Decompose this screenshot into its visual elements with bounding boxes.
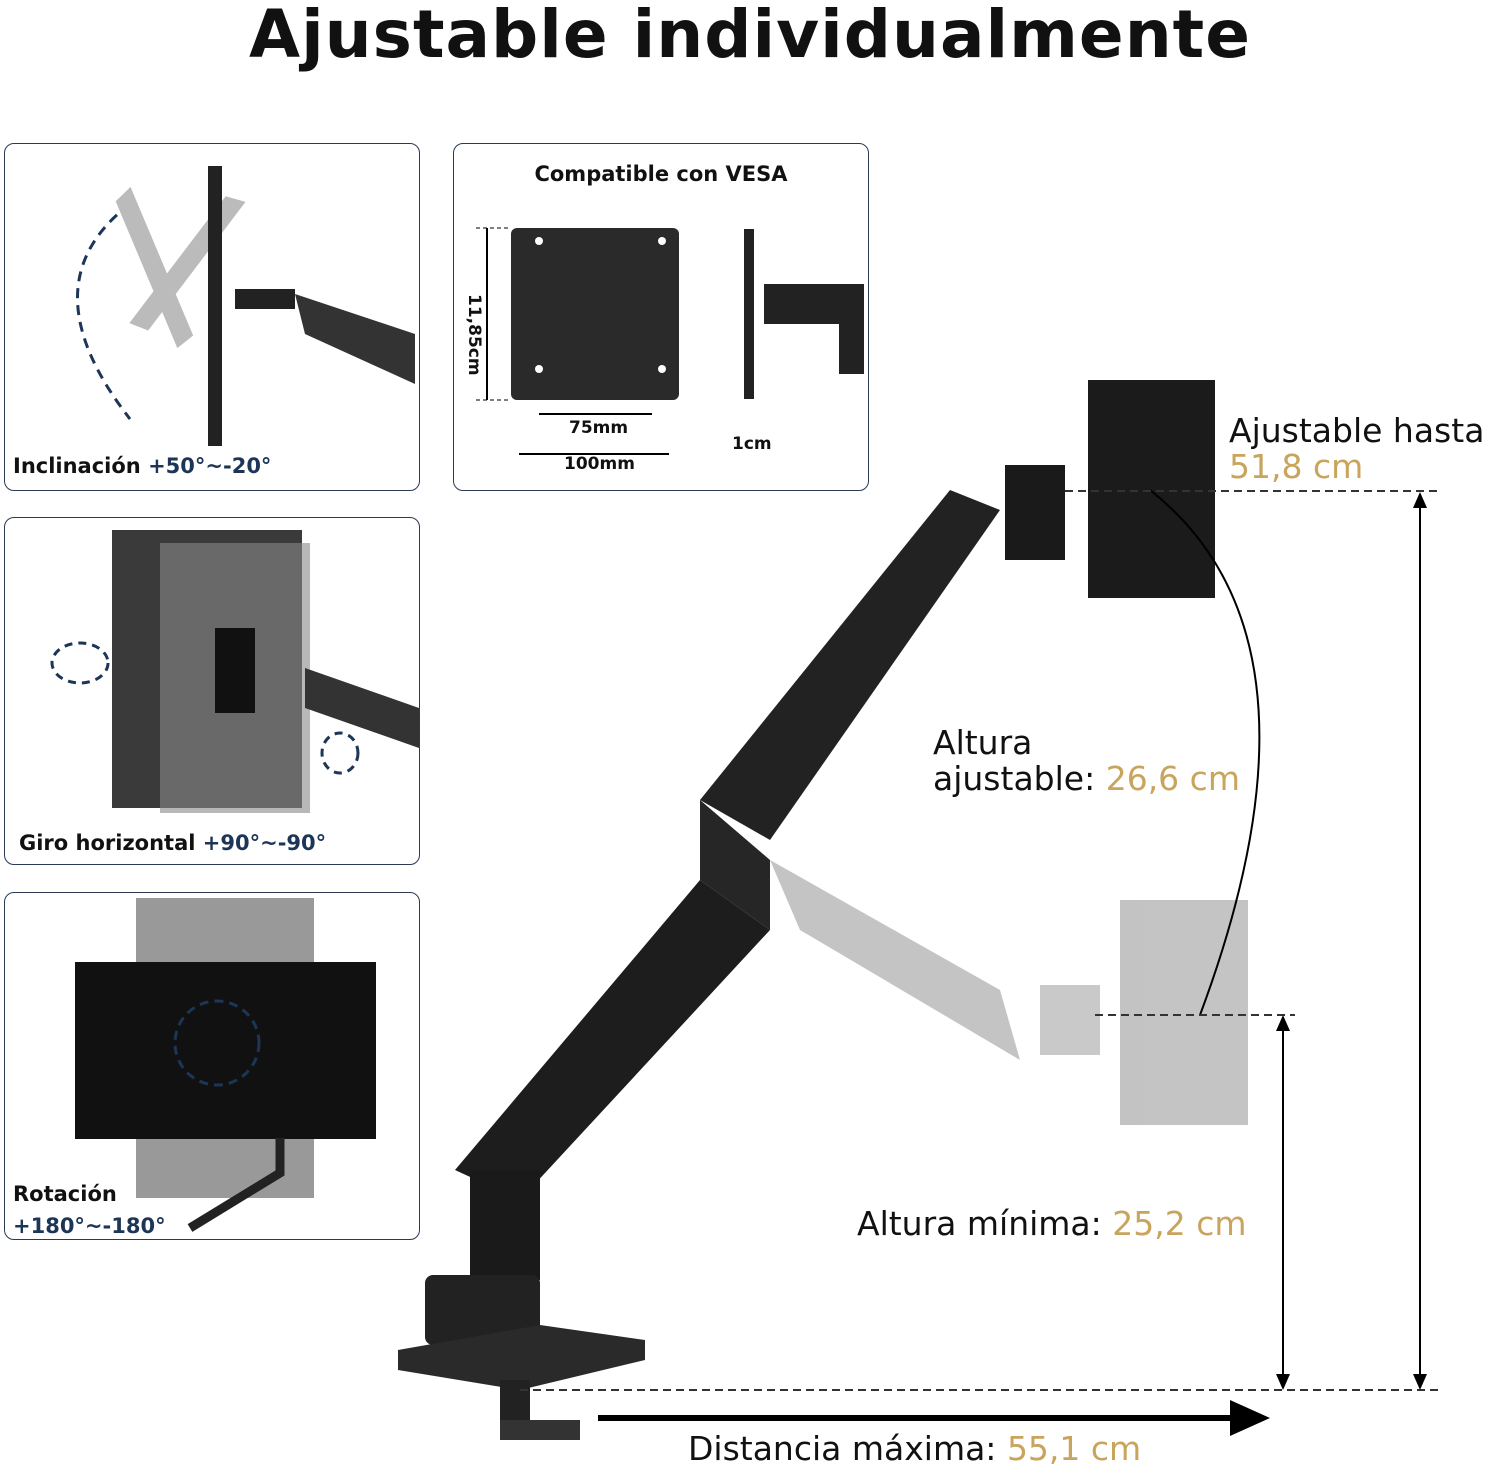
vesa-plate-illustration bbox=[476, 227, 864, 455]
vesa-inner-width: 75mm bbox=[569, 418, 629, 438]
swivel-panel: Giro horizontal +90°~-90° bbox=[4, 517, 420, 865]
page-title: Ajustable individualmente bbox=[248, 0, 1251, 73]
min-height-spec: Altura mínima: 25,2 cm bbox=[857, 1204, 1247, 1243]
rotation-label: Rotación bbox=[13, 1182, 117, 1206]
max-distance-spec: Distancia máxima: 55,1 cm bbox=[688, 1429, 1142, 1468]
swivel-illustration bbox=[50, 530, 419, 813]
vesa-outer-width: 100mm bbox=[564, 454, 635, 474]
lowered-arm-ghost bbox=[770, 860, 1248, 1125]
tilt-range: +50°~-20° bbox=[148, 454, 272, 478]
vesa-thickness: 1cm bbox=[732, 434, 772, 454]
rotation-range: +180°~-180° bbox=[13, 1214, 166, 1238]
rotation-panel: Rotación +180°~-180° bbox=[4, 892, 420, 1240]
tilt-panel: Inclinación +50°~-20° bbox=[4, 143, 420, 491]
rotation-illustration bbox=[75, 898, 376, 1232]
swivel-label: Giro horizontal bbox=[19, 831, 196, 855]
vesa-panel: Compatible con VESA 11,85cm 75mm 100mm 1… bbox=[453, 143, 869, 491]
vesa-height: 11,85cm bbox=[464, 294, 484, 376]
vesa-title: Compatible con VESA bbox=[534, 162, 788, 186]
tilt-label: Inclinación bbox=[13, 454, 141, 478]
tilt-illustration bbox=[76, 166, 415, 446]
swivel-range: +90°~-90° bbox=[202, 831, 327, 855]
